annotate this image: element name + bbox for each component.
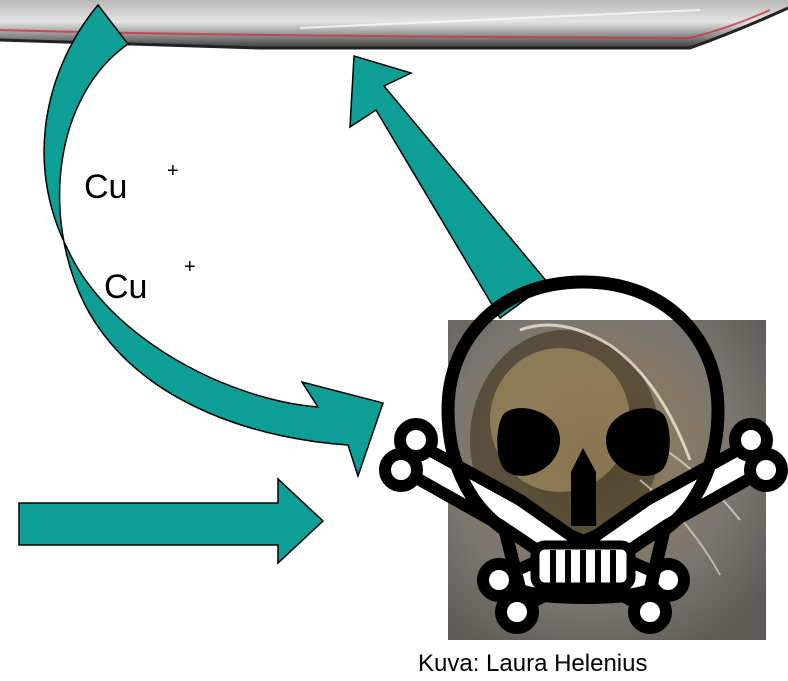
- photo-credit: Kuva: Laura Helenius: [418, 650, 647, 678]
- ion-symbol: Cu: [84, 168, 127, 206]
- ion-charge: +: [184, 256, 196, 279]
- ion-symbol: Cu: [104, 268, 147, 306]
- copper-ion-1: Cu: [84, 168, 127, 207]
- diagonal-arrow: [350, 56, 548, 318]
- curved-arrow: [44, 5, 383, 476]
- copper-ion-2: Cu: [104, 268, 147, 307]
- ion-charge: +: [167, 160, 179, 183]
- horizontal-arrow: [19, 479, 323, 563]
